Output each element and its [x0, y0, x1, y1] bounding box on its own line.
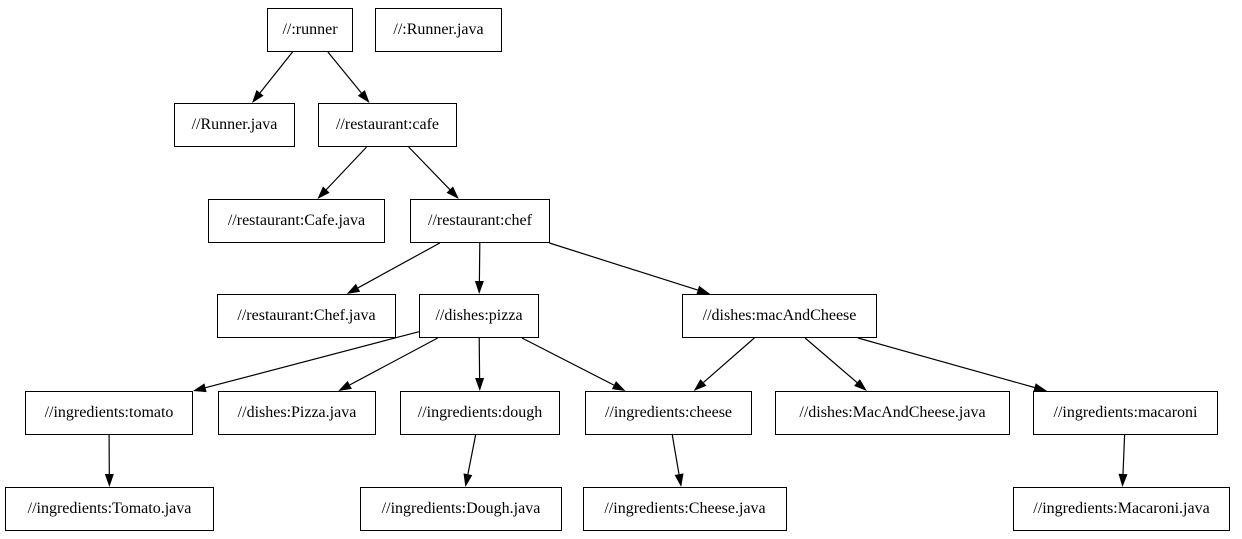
graph-edge-chef-to-mac-and-cheese [549, 242, 698, 291]
graph-edge-pizza-to-tomato [205, 331, 420, 389]
graph-node-label: //restaurant:chef [428, 212, 532, 229]
arrowhead-icon [463, 473, 473, 487]
graph-node-macaroni-java: //ingredients:Macaroni.java [1013, 487, 1230, 531]
graph-edge-cafe-to-chef [408, 146, 451, 191]
graph-node-label: //ingredients:Cheese.java [604, 500, 766, 517]
graph-node-runner-java: //Runner.java [174, 103, 295, 147]
graph-node-dough-java: //ingredients:Dough.java [360, 487, 562, 531]
arrowhead-icon [317, 186, 330, 199]
arrowhead-icon [346, 283, 361, 294]
graph-node-pizza: //dishes:pizza [419, 294, 539, 338]
graph-edge-chef-to-chef-java [357, 242, 441, 289]
arrowhead-icon [1118, 473, 1128, 487]
arrowhead-icon [252, 90, 264, 103]
arrowhead-icon [693, 379, 707, 391]
graph-node-label: //restaurant:cafe [335, 116, 440, 133]
graph-edge-cheese-to-cheese-java [671, 434, 680, 475]
graph-edge-pizza-to-pizza-java [349, 337, 438, 386]
arrowhead-icon [474, 281, 484, 294]
graph-node-runner-java-top: //:Runner.java [375, 8, 502, 52]
arrowhead-icon [446, 186, 459, 199]
graph-node-label: //:Runner.java [393, 21, 484, 38]
graph-edge-mac-and-cheese-to-cheese [703, 337, 755, 383]
graph-edge-dough-to-dough-java [467, 434, 477, 475]
graph-node-runner: //:runner [267, 8, 353, 52]
arrowhead-icon [357, 90, 370, 103]
graph-node-label: //dishes:macAndCheese [702, 307, 857, 324]
arrowhead-icon [104, 474, 114, 487]
graph-node-cheese: //ingredients:cheese [585, 391, 752, 435]
graph-node-cafe-java: //restaurant:Cafe.java [208, 199, 385, 243]
graph-node-cafe: //restaurant:cafe [318, 103, 457, 147]
graph-node-label: //restaurant:Chef.java [237, 307, 376, 324]
graph-node-label: //ingredients:tomato [44, 404, 174, 421]
graph-node-tomato: //ingredients:tomato [25, 391, 193, 435]
arrowhead-icon [611, 381, 626, 391]
graph-node-label: //restaurant:Cafe.java [227, 212, 366, 229]
arrowhead-icon [854, 379, 867, 391]
graph-edge-mac-and-cheese-to-macaroni [857, 337, 1035, 389]
graph-node-label: //ingredients:cheese [604, 404, 733, 421]
graph-edge-macaroni-to-macaroni-java [1122, 434, 1126, 475]
graph-node-mac-and-cheese-java: //dishes:MacAndCheese.java [775, 391, 1010, 435]
graph-node-pizza-java: //dishes:Pizza.java [218, 391, 376, 435]
graph-node-label: //ingredients:Dough.java [381, 500, 541, 517]
graph-node-label: //dishes:Pizza.java [237, 404, 357, 421]
graph-edge-runner-to-cafe [327, 51, 362, 94]
arrowhead-icon [696, 285, 711, 295]
graph-node-chef-java: //restaurant:Chef.java [217, 294, 396, 338]
graph-node-label: //ingredients:Tomato.java [27, 500, 192, 517]
graph-node-macaroni: //ingredients:macaroni [1033, 391, 1218, 435]
graph-node-cheese-java: //ingredients:Cheese.java [583, 487, 787, 531]
graph-node-label: //ingredients:macaroni [1053, 404, 1198, 421]
graph-node-dough: //ingredients:dough [400, 391, 560, 435]
arrowhead-icon [1033, 383, 1047, 392]
graph-node-label: //Runner.java [191, 116, 278, 133]
graph-node-label: //dishes:MacAndCheese.java [799, 404, 986, 421]
graph-node-label: //:runner [282, 21, 338, 38]
graph-node-label: //ingredients:dough [417, 404, 543, 421]
arrowhead-icon [475, 378, 485, 391]
graph-edge-cafe-to-cafe-java [325, 146, 368, 191]
graph-node-chef: //restaurant:chef [410, 199, 550, 243]
arrowhead-icon [192, 383, 207, 393]
graph-edge-runner-to-runner-java [259, 51, 293, 94]
graph-node-tomato-java: //ingredients:Tomato.java [5, 487, 214, 531]
graph-edge-mac-and-cheese-to-mac-and-cheese-java [804, 337, 858, 383]
arrowhead-icon [674, 473, 684, 487]
graph-edge-pizza-to-cheese [521, 337, 615, 386]
graph-node-label: //dishes:pizza [435, 307, 523, 324]
graph-node-mac-and-cheese: //dishes:macAndCheese [682, 294, 877, 338]
arrowhead-icon [338, 380, 352, 391]
graph-node-label: //ingredients:Macaroni.java [1033, 500, 1210, 517]
